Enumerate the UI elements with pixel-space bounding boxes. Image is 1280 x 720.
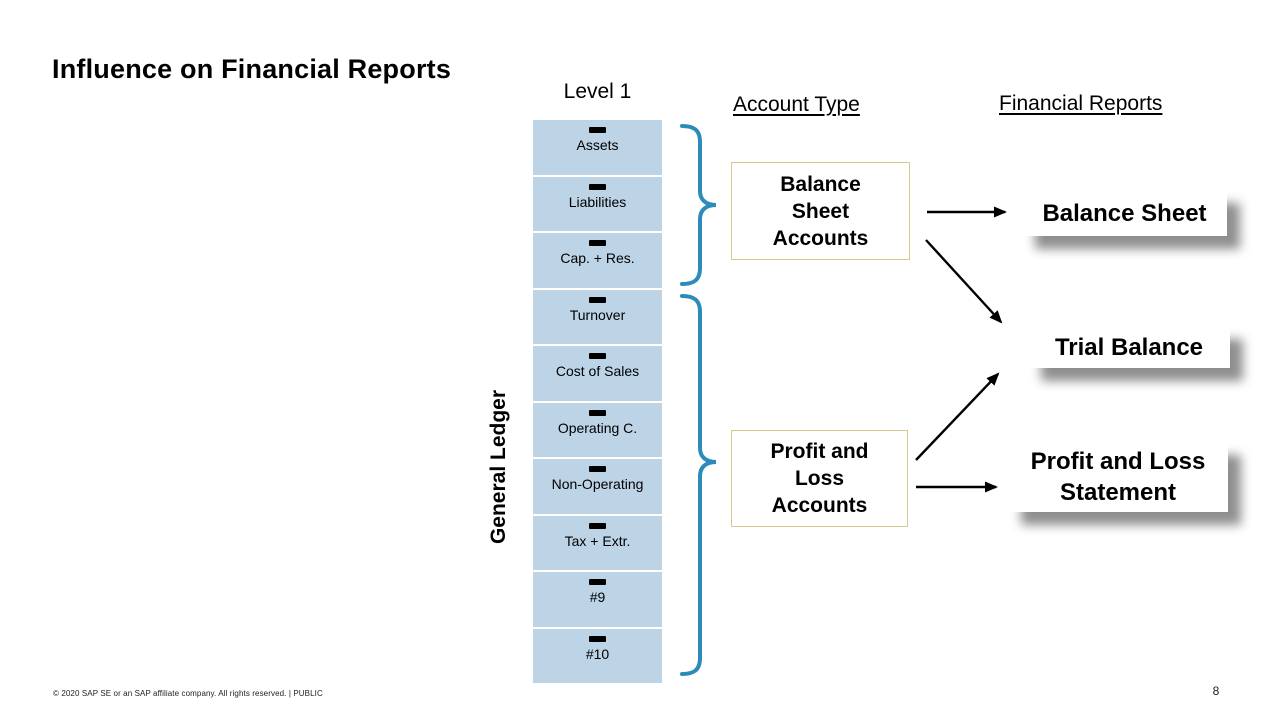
ledger-account-label: Cap. + Res. xyxy=(560,250,635,266)
ledger-account-label: #10 xyxy=(585,645,610,662)
ledger-account-label: Turnover xyxy=(569,306,626,323)
ledger-account-cell: Turnover xyxy=(533,289,662,344)
profit-loss-statement-report-box: Profit and Loss Statement xyxy=(1008,442,1228,512)
ledger-account-cell: Tax + Extr. xyxy=(533,515,662,570)
minus-dash-icon xyxy=(589,127,606,133)
ledger-account-cell: Operating C. xyxy=(533,402,662,457)
ledger-account-label: #9 xyxy=(589,589,606,605)
ledger-column-header: Level 1 xyxy=(563,80,632,103)
minus-dash-icon xyxy=(589,183,606,190)
ledger-account-cell: #10 xyxy=(533,628,662,683)
account-type-header: Account Type xyxy=(733,93,860,116)
page-title: Influence on Financial Reports xyxy=(52,54,452,84)
copyright-footer: © 2020 SAP SE or an SAP affiliate compan… xyxy=(53,689,323,698)
balance-sheet-accounts-box: Balance Sheet Accounts xyxy=(731,162,910,260)
ledger-account-cell: Assets xyxy=(533,120,662,175)
page-number: 8 xyxy=(1212,684,1220,698)
profit-loss-group-brace xyxy=(680,294,717,676)
minus-dash-icon xyxy=(589,466,606,472)
ledger-account-label: Liabilities xyxy=(568,193,627,210)
ledger-account-label: Tax + Extr. xyxy=(564,532,631,549)
financial-reports-header: Financial Reports xyxy=(999,92,1163,115)
arrow-pl-accounts-to-trial-balance xyxy=(915,372,1000,461)
ledger-account-cell: Non-Operating xyxy=(533,459,662,514)
general-ledger-column: Assets Liabilities Cap. + Res. Turnover … xyxy=(533,120,662,683)
minus-dash-icon xyxy=(589,353,606,359)
general-ledger-side-label: General Ledger xyxy=(487,389,510,545)
minus-dash-icon xyxy=(589,296,606,303)
minus-dash-icon xyxy=(589,522,606,529)
profit-loss-accounts-box: Profit and Loss Accounts xyxy=(731,430,908,527)
minus-dash-icon xyxy=(589,579,606,585)
minus-dash-icon xyxy=(589,635,606,642)
ledger-account-cell: Cost of Sales xyxy=(533,346,662,401)
ledger-account-cell: Cap. + Res. xyxy=(533,233,662,288)
ledger-account-label: Non-Operating xyxy=(551,476,644,492)
ledger-account-cell: #9 xyxy=(533,572,662,627)
balance-sheet-report-box: Balance Sheet xyxy=(1022,190,1227,236)
minus-dash-icon xyxy=(589,409,606,416)
balance-sheet-group-brace xyxy=(680,124,717,286)
ledger-account-label: Assets xyxy=(576,137,619,153)
trial-balance-report-box: Trial Balance xyxy=(1028,326,1230,368)
ledger-account-cell: Liabilities xyxy=(533,176,662,231)
arrow-bs-accounts-to-trial-balance xyxy=(925,239,1003,324)
ledger-account-label: Cost of Sales xyxy=(555,363,640,379)
minus-dash-icon xyxy=(589,240,606,246)
ledger-account-label: Operating C. xyxy=(557,419,638,436)
